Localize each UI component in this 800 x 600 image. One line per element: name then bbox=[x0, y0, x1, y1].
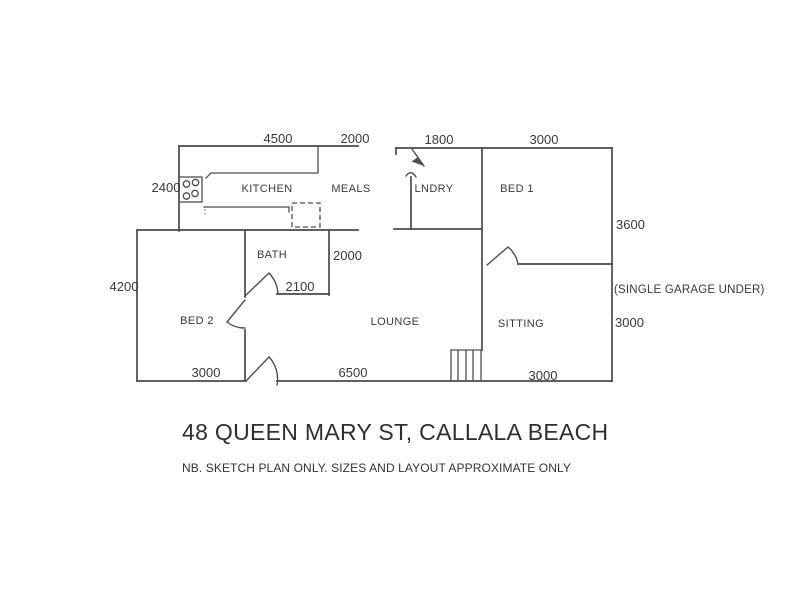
room-label-bed2: BED 2 bbox=[180, 315, 214, 327]
page-title: 48 QUEEN MARY ST, CALLALA BEACH bbox=[182, 419, 608, 445]
dim-bath-width: 2100 bbox=[286, 279, 315, 294]
room-label-sitting: SITTING bbox=[498, 318, 544, 330]
dim-sitting-width: 3000 bbox=[529, 368, 558, 383]
dim-bed1-width: 3000 bbox=[530, 132, 559, 147]
dimension-labels: 4500 2000 1800 3000 2400 3600 4200 2000 … bbox=[110, 131, 765, 383]
stairs-icon bbox=[450, 349, 482, 382]
doors bbox=[226, 148, 519, 386]
dim-laundry-width: 1800 bbox=[425, 132, 454, 147]
dim-bath-depth: 2000 bbox=[333, 248, 362, 263]
door-swing-icon-laundry bbox=[405, 148, 425, 178]
door-swing-icon-bed2 bbox=[226, 299, 246, 329]
room-label-meals: MEALS bbox=[331, 183, 370, 195]
kitchen-bench-bottom bbox=[203, 206, 290, 213]
dim-kitchen-width: 4500 bbox=[264, 131, 293, 146]
dim-sitting-depth: 3000 bbox=[615, 315, 644, 330]
room-labels: KITCHEN MEALS LNDRY BED 1 BATH BED 2 LOU… bbox=[180, 183, 544, 330]
dim-bed1-depth: 3600 bbox=[616, 217, 645, 232]
room-label-kitchen: KITCHEN bbox=[241, 183, 292, 195]
walls bbox=[136, 145, 613, 382]
dim-bed2-depth: 4200 bbox=[110, 279, 139, 294]
door-swing-icon-entry bbox=[245, 356, 279, 386]
door-swing-icon-bed1 bbox=[486, 246, 519, 266]
dim-bed2-width: 3000 bbox=[192, 365, 221, 380]
dim-lounge-width: 6500 bbox=[339, 365, 368, 380]
dashed-appliance-box bbox=[291, 202, 321, 228]
garage-annotation: (SINGLE GARAGE UNDER) bbox=[614, 284, 765, 296]
door-swing-icon-bath bbox=[244, 272, 279, 297]
dim-meals-width: 2000 bbox=[341, 131, 370, 146]
room-label-bed1: BED 1 bbox=[500, 183, 534, 195]
disclaimer-note: NB. SKETCH PLAN ONLY. SIZES AND LAYOUT A… bbox=[182, 461, 571, 475]
room-label-lounge: LOUNGE bbox=[371, 316, 420, 328]
kitchen-bench-top bbox=[205, 146, 319, 179]
room-label-bath: BATH bbox=[257, 249, 287, 261]
dim-kitchen-depth: 2400 bbox=[152, 180, 181, 195]
kitchen-fittings bbox=[178, 146, 321, 228]
room-label-laundry: LNDRY bbox=[414, 183, 453, 195]
stove-cooktop-icon bbox=[178, 176, 203, 203]
